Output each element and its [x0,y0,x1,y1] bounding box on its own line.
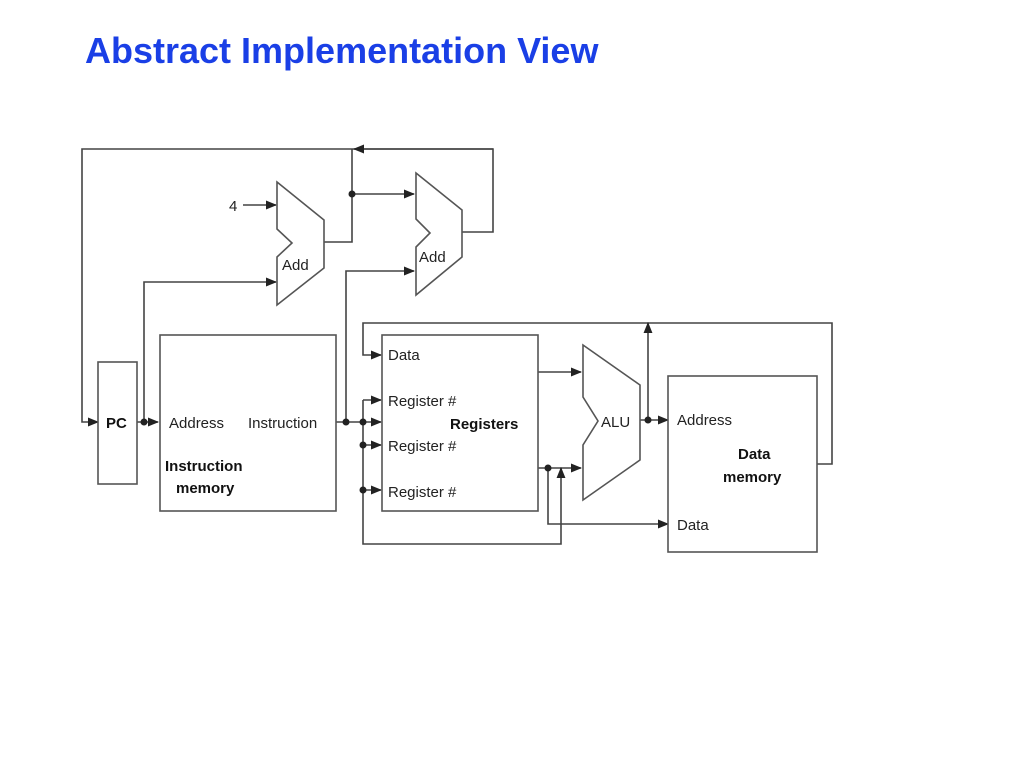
dmem-data-label: Data [677,517,709,534]
wire-reg-to-dmem-data [547,468,670,529]
registers-name: Registers [450,416,518,433]
dmem-name-line-2: memory [723,469,782,486]
junction-dot [140,418,148,426]
pc-label: PC [106,415,127,432]
imem-name-line-1: Instruction [165,458,243,475]
registers-reg2-label: Register # [388,438,457,455]
wire-pc-to-adder [143,277,278,422]
wire-reg-bus [362,400,562,545]
junction-dot [544,464,552,472]
pc-register [97,361,138,485]
alu [582,343,641,502]
junction-dots [140,190,652,494]
slide-title: Abstract Implementation View [85,30,599,71]
adder-2 [415,171,463,297]
dmem-address-label: Address [677,412,732,429]
registers-reg1-label: Register # [388,393,457,410]
adder-1 [276,180,325,307]
junction-dot [348,190,356,198]
alu-label: ALU [601,414,630,431]
adder-2-label: Add [419,249,446,266]
wire-instr-to-adder2 [345,266,416,422]
adder-1-label: Add [282,257,309,274]
register-file [381,334,539,512]
data-memory [667,375,818,553]
junction-dot [644,416,652,424]
dmem-name-line-1: Data [738,446,771,463]
imem-name-line-2: memory [176,480,235,497]
junction-dot [359,441,367,449]
junction-dot [359,486,367,494]
registers-data-label: Data [388,347,420,364]
registers-reg3-label: Register # [388,484,457,501]
constant-four-label: 4 [229,198,237,215]
wire-adder1-out [324,189,416,243]
junction-dot [342,418,350,426]
wire-writeback [362,322,833,465]
junction-dot [359,418,367,426]
instruction-memory [159,334,337,512]
imem-address-label: Address [169,415,224,432]
wire-branch-loop [81,148,494,427]
imem-instruction-label: Instruction [248,415,317,432]
